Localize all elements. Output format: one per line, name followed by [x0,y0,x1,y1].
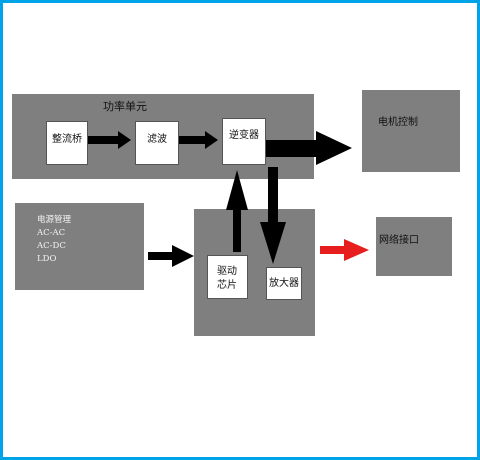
arrow-inverter-to-amplifier [260,167,286,264]
motor-control-block [362,90,460,172]
amplifier-label: 放大器 [269,278,299,289]
arrow-rectifier-to-filter [88,131,131,149]
amplifier-block [266,267,302,300]
arrow-filter-to-inverter [179,131,218,149]
driver-chip-label-line1: 驱动 [217,266,237,277]
network-interface-block [376,217,452,276]
inverter-label: 逆变器 [229,130,259,141]
power-management-block [15,203,144,290]
rectifier-block [46,121,88,165]
arrow-inverter-to-motor-control [266,131,352,165]
power-unit-title: 功率单元 [103,100,147,113]
filter-block [135,121,179,165]
arrow-driver-to-inverter [226,170,248,252]
rectifier-label: 整流桥 [52,134,82,145]
filter-label: 滤波 [147,134,167,145]
arrow-power-management-to-controller [148,245,194,267]
motor-control-label: 电机控制 [378,117,418,128]
driver-chip-block [207,255,248,299]
power-management-line: AC-AC [37,228,66,238]
network-interface-label: 网络接口 [379,235,419,246]
arrow-controller-to-network [320,239,369,261]
inverter-block [222,118,266,165]
power-management-line: AC-DC [37,241,66,251]
driver-chip-label-line2: 芯片 [217,280,237,291]
power-management-title: 电源管理 [37,215,72,225]
power-management-line: LDO [37,254,57,264]
